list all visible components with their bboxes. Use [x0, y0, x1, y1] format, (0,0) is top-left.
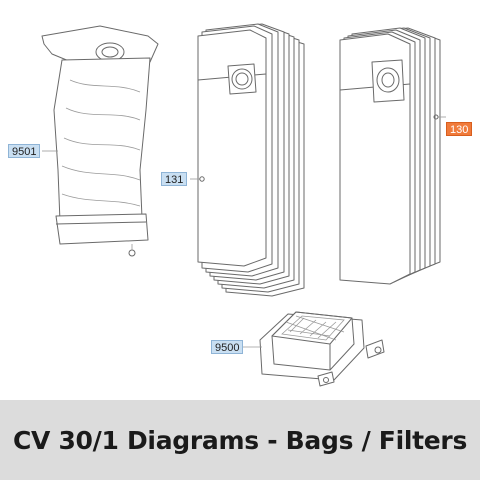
footer-banner: CV 30/1 Diagrams - Bags / Filters — [0, 400, 480, 480]
callout-9500[interactable]: 9500 — [211, 340, 244, 354]
callout-130[interactable]: 130 — [446, 122, 473, 136]
callout-131[interactable]: 131 — [161, 172, 188, 186]
callout-9501[interactable]: 9501 — [8, 144, 41, 158]
motor-filter-9500[interactable] — [242, 311, 385, 387]
filter-bag-9501[interactable] — [41, 25, 159, 257]
filter-bag-stack-130[interactable] — [339, 27, 446, 285]
footer-title: CV 30/1 Diagrams - Bags / Filters — [12, 425, 468, 455]
parts-diagram: 9501 131 130 9500 — [8, 23, 473, 387]
filter-bag-stack-131[interactable] — [190, 23, 305, 297]
parts-drawing — [41, 23, 446, 387]
